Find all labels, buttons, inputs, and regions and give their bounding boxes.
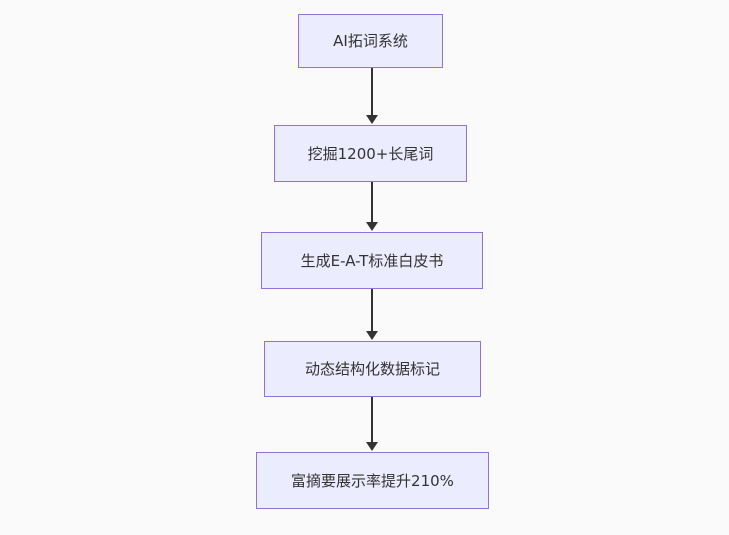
node-label: 富摘要展示率提升210% — [291, 471, 454, 490]
edge-n2-n3 — [365, 182, 378, 231]
arrowhead-down-icon — [365, 331, 378, 340]
flowchart-node-rich-snippet-rate: 富摘要展示率提升210% — [256, 452, 489, 509]
flowchart-node-eat-whitepaper: 生成E-A-T标准白皮书 — [261, 232, 483, 289]
node-label: 动态结构化数据标记 — [304, 360, 440, 378]
edge-n3-n4 — [365, 289, 378, 340]
flowchart-node-longtail-keywords: 挖掘1200+长尾词 — [274, 125, 467, 182]
node-label: 生成E-A-T标准白皮书 — [300, 251, 444, 270]
arrow-line — [370, 289, 373, 331]
edge-n1-n2 — [365, 68, 378, 124]
flowchart-node-ai-word-expansion-system: AI拓词系统 — [298, 14, 443, 68]
flowchart-node-structured-data-markup: 动态结构化数据标记 — [264, 341, 481, 397]
arrow-line — [370, 397, 373, 442]
node-label: 挖掘1200+长尾词 — [307, 144, 434, 163]
node-label: AI拓词系统 — [333, 32, 408, 50]
arrow-line — [370, 182, 373, 222]
arrowhead-down-icon — [365, 442, 378, 451]
arrowhead-down-icon — [365, 222, 378, 231]
arrowhead-down-icon — [365, 115, 378, 124]
edge-n4-n5 — [365, 397, 378, 451]
arrow-line — [370, 68, 373, 115]
